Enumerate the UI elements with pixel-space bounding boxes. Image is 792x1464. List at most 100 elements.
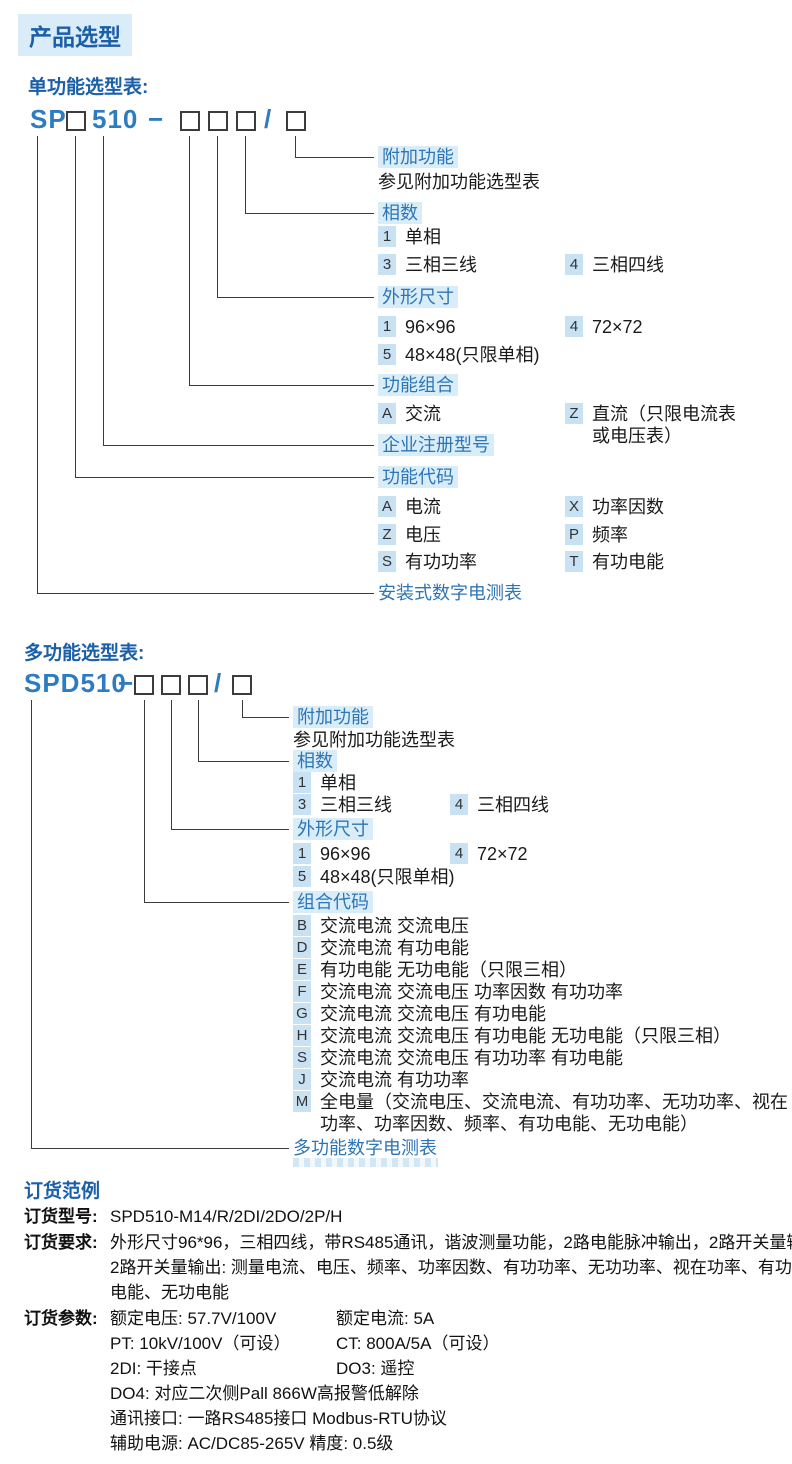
option-row: 4 72×72 bbox=[450, 843, 528, 865]
label-meter-type: 安装式数字电测表 bbox=[378, 583, 522, 603]
option-badge: H bbox=[293, 1025, 311, 1046]
option-row: 5 48×48(只限单相) bbox=[293, 866, 455, 888]
option-badge: 3 bbox=[378, 254, 396, 275]
option-text: 交流电流 有功功率 bbox=[320, 1070, 470, 1090]
label-function-combo: 功能组合 bbox=[378, 374, 458, 396]
connector-line bbox=[242, 700, 243, 717]
order-param-left: 2DI: 干接点 bbox=[110, 1359, 197, 1378]
option-badge: A bbox=[378, 496, 396, 517]
option-badge: Z bbox=[378, 524, 396, 545]
option-badge: 5 bbox=[378, 344, 396, 365]
option-row: Z 电压 bbox=[378, 524, 441, 546]
connector-line bbox=[37, 136, 38, 593]
label-extra-function: 附加功能 bbox=[293, 706, 373, 728]
connector-line bbox=[198, 700, 199, 761]
connector-line bbox=[171, 829, 289, 830]
option-badge: Z bbox=[565, 403, 583, 424]
option-text: 交流电流 交流电压 有功功率 有功电能 bbox=[320, 1048, 624, 1068]
connector-line bbox=[245, 136, 246, 213]
option-row: 4 三相四线 bbox=[450, 794, 549, 816]
single-model-dash: − bbox=[148, 104, 165, 134]
connector-line bbox=[171, 700, 172, 829]
connector-line bbox=[217, 136, 218, 297]
connector-line bbox=[144, 700, 145, 902]
option-row: H 交流电流 交流电压 有功电能 无功电能（只限三相） bbox=[293, 1025, 731, 1047]
connector-line bbox=[75, 477, 374, 478]
option-row: 1 单相 bbox=[378, 226, 441, 248]
label-size: 外形尺寸 bbox=[293, 818, 373, 840]
order-param-left: 辅助电源: AC/DC85-265V 精度: 0.5级 bbox=[110, 1434, 394, 1453]
option-badge: S bbox=[378, 551, 396, 572]
option-text: 96×96 bbox=[405, 317, 456, 337]
option-row: X 功率因数 bbox=[565, 496, 664, 518]
option-badge: 4 bbox=[565, 254, 583, 275]
option-row: B 交流电流 交流电压 bbox=[293, 915, 469, 937]
order-param-right: 额定电流: 5A bbox=[336, 1309, 435, 1328]
option-badge: 1 bbox=[378, 226, 396, 247]
connector-line bbox=[31, 1148, 289, 1149]
label-meter-type: 多功能数字电测表 bbox=[293, 1138, 437, 1158]
connector-line bbox=[189, 385, 374, 386]
option-badge: 1 bbox=[293, 843, 311, 864]
page-title: 产品选型 bbox=[18, 14, 132, 56]
option-badge: P bbox=[565, 524, 583, 545]
option-row: M 全电量（交流电压、交流电流、有功功率、无功功率、视在功率、功率因数、频率、有… bbox=[293, 1091, 792, 1135]
order-req-label: 订货要求: bbox=[24, 1233, 98, 1252]
multi-model-slash: / bbox=[214, 668, 223, 698]
connector-line bbox=[103, 136, 104, 445]
option-text: 48×48(只限单相) bbox=[405, 345, 540, 365]
connector-line bbox=[31, 700, 32, 1148]
label-phase: 相数 bbox=[293, 750, 337, 772]
single-model-slash: / bbox=[264, 104, 273, 134]
option-row: 4 72×72 bbox=[565, 316, 643, 338]
print-artifact bbox=[293, 1158, 438, 1167]
order-model-label: 订货型号: bbox=[24, 1207, 98, 1226]
order-model-value: SPD510-M14/R/2DI/2DO/2P/H bbox=[110, 1207, 343, 1226]
option-text: 交流 bbox=[405, 404, 441, 424]
option-text: 有功电能 无功电能（只限三相） bbox=[320, 960, 577, 980]
order-req-line: 外形尺寸96*96，三相四线，带RS485通讯，谐波测量功能，2路电能脉冲输出，… bbox=[110, 1233, 792, 1252]
single-model-box-func-code bbox=[66, 111, 86, 131]
option-text: 48×48(只限单相) bbox=[320, 867, 455, 887]
label-registered-model: 企业注册型号 bbox=[378, 434, 494, 456]
connector-line bbox=[295, 157, 374, 158]
option-text: 三相四线 bbox=[592, 255, 664, 275]
label-extra-function: 附加功能 bbox=[378, 146, 458, 168]
single-model-box-size bbox=[208, 111, 228, 131]
option-badge: F bbox=[293, 981, 311, 1002]
option-badge: E bbox=[293, 959, 311, 980]
option-badge: 4 bbox=[450, 843, 468, 864]
option-row: 3 三相三线 bbox=[293, 794, 392, 816]
connector-line bbox=[217, 297, 374, 298]
multi-model-box-combo bbox=[134, 675, 154, 695]
option-text: 电压 bbox=[405, 525, 441, 545]
connector-line bbox=[198, 761, 289, 762]
connector-line bbox=[144, 902, 289, 903]
option-badge: B bbox=[293, 915, 311, 936]
multi-model-box-size bbox=[161, 675, 181, 695]
single-model-number: 510 bbox=[92, 104, 139, 134]
option-row: 1 单相 bbox=[293, 772, 356, 794]
connector-line bbox=[37, 593, 374, 594]
multi-model-dash: − bbox=[118, 668, 135, 698]
option-text: 频率 bbox=[592, 525, 628, 545]
order-heading: 订货范例 bbox=[24, 1181, 101, 1202]
option-row: S 交流电流 交流电压 有功功率 有功电能 bbox=[293, 1047, 623, 1069]
option-row: F 交流电流 交流电压 功率因数 有功功率 bbox=[293, 981, 623, 1003]
label-combo-code: 组合代码 bbox=[293, 891, 373, 913]
option-row: A 交流 bbox=[378, 403, 441, 425]
connector-line bbox=[245, 213, 374, 214]
option-badge: 4 bbox=[450, 794, 468, 815]
option-text: 三相三线 bbox=[320, 795, 392, 815]
order-param-label: 订货参数: bbox=[24, 1309, 98, 1328]
connector-line bbox=[189, 136, 190, 385]
connector-line bbox=[295, 136, 296, 157]
option-badge: A bbox=[378, 403, 396, 424]
option-row: A 电流 bbox=[378, 496, 441, 518]
option-badge: 1 bbox=[378, 316, 396, 337]
option-badge: 1 bbox=[293, 772, 311, 793]
option-text: 单相 bbox=[405, 227, 441, 247]
note-extra-function: 参见附加功能选型表 bbox=[378, 172, 540, 192]
option-text: 有功功率 bbox=[405, 552, 477, 572]
option-text: 96×96 bbox=[320, 844, 371, 864]
